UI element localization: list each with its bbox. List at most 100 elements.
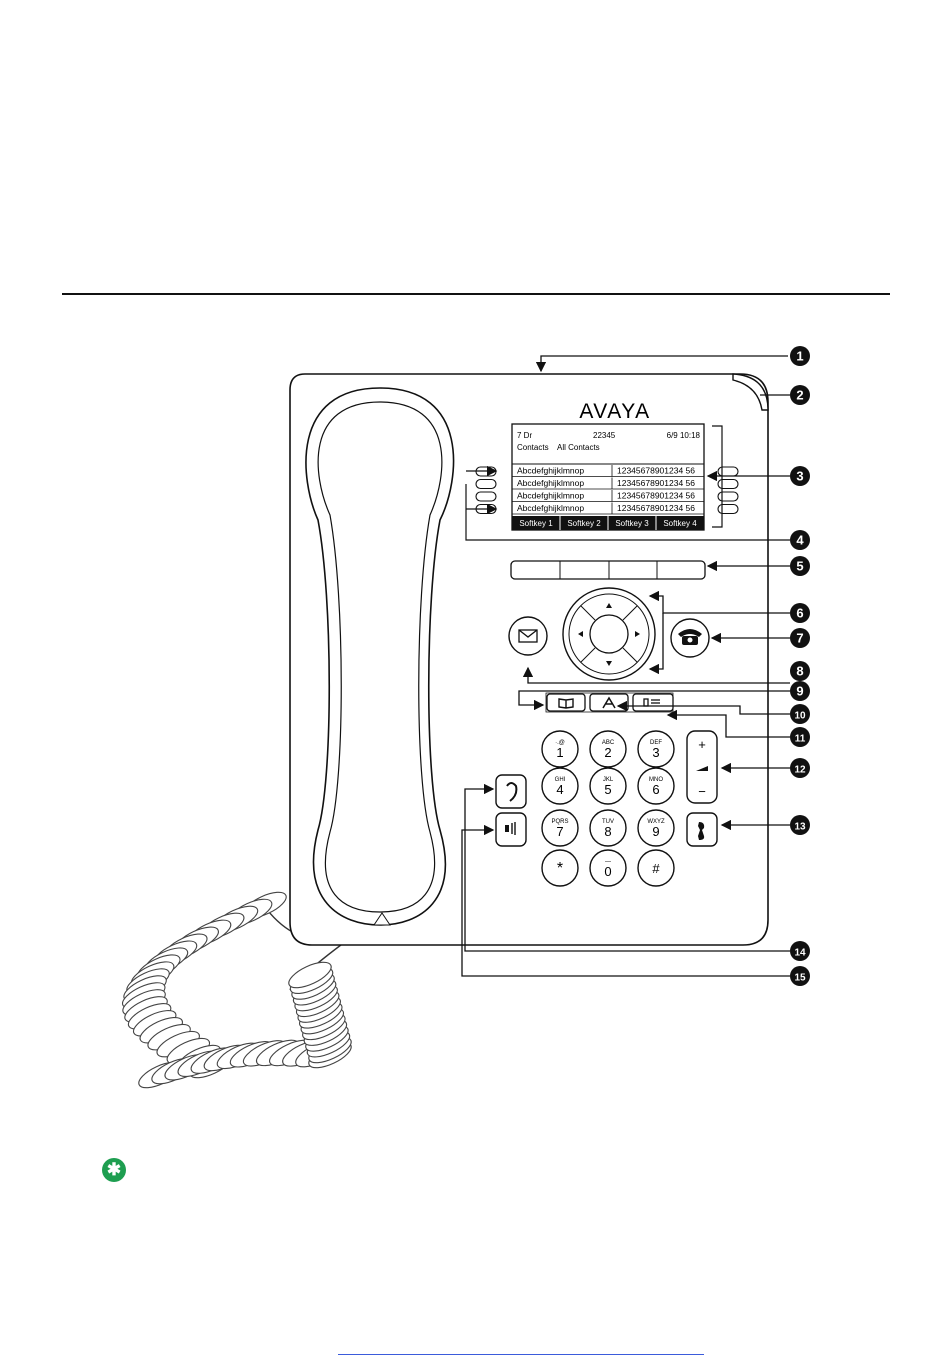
- display: 7 Dr 22345 6/9 10:18 Contacts All Contac…: [511, 423, 705, 531]
- display-status-right: 6/9 10:18: [667, 431, 701, 440]
- dial-key-digit: 9: [652, 824, 659, 839]
- line-button-right[interactable]: [717, 466, 739, 477]
- speaker-icon: [505, 822, 516, 835]
- cord-coil: [288, 961, 332, 989]
- softkey-label-1: Softkey 1: [519, 519, 553, 528]
- dial-key-digit: 6: [652, 782, 659, 797]
- headset-icon: [506, 782, 518, 802]
- softkey-label-3: Softkey 3: [615, 519, 649, 528]
- callout-number: 12: [794, 765, 806, 776]
- display-row-name: Abcdefghijklmnop: [517, 466, 584, 476]
- callout-number: 13: [794, 822, 806, 833]
- brand-logo: AVAYA: [579, 400, 650, 423]
- display-row-name: Abcdefghijklmnop: [517, 491, 584, 501]
- dial-key-pound[interactable]: #: [637, 849, 675, 887]
- line-button-left[interactable]: [475, 491, 497, 502]
- callout-number: 11: [795, 734, 806, 745]
- callout-number: 15: [794, 973, 806, 984]
- navigation-cluster[interactable]: [562, 587, 656, 681]
- callout-1: 1: [790, 346, 810, 366]
- callout-10: 10: [790, 704, 810, 724]
- history-icon: [602, 696, 616, 709]
- nav-down-icon[interactable]: [606, 661, 612, 666]
- section-rule: [62, 293, 890, 295]
- callout-number: 9: [796, 684, 803, 699]
- nav-right-icon[interactable]: [635, 631, 640, 637]
- message-lamp: [732, 373, 769, 411]
- dial-key-letters: GHI: [555, 777, 566, 783]
- callout-number: 6: [796, 606, 803, 621]
- callout-2: 2: [790, 385, 810, 405]
- dial-key-1[interactable]: ·.@1: [541, 730, 579, 768]
- handset-cord: [121, 891, 376, 1089]
- dial-key-digit: 7: [556, 824, 563, 839]
- dial-key-letters: ABC: [602, 740, 615, 746]
- callout-13: 13: [790, 815, 810, 835]
- volume-control[interactable]: + −: [686, 730, 718, 804]
- volume-level-icon: [696, 766, 708, 771]
- dial-key-letters: WXYZ: [647, 819, 665, 825]
- desk-phone-icon: [678, 629, 702, 645]
- dial-key-letters: DEF: [650, 740, 662, 746]
- dial-key-0[interactable]: —0: [589, 849, 627, 887]
- dial-key-letters: JKL: [603, 777, 614, 783]
- speaker-button[interactable]: [495, 812, 527, 847]
- line-button-right[interactable]: [717, 491, 739, 502]
- display-status-center: 22345: [593, 431, 616, 440]
- display-row-name: Abcdefghijklmnop: [517, 503, 584, 513]
- dial-key-letters: PQRS: [551, 819, 568, 825]
- contacts-book-icon: [558, 698, 574, 709]
- callout-3: 3: [790, 466, 810, 486]
- callout-5: 5: [790, 556, 810, 576]
- dial-key-letters: —: [605, 859, 611, 865]
- dial-key-digit: *: [557, 860, 563, 877]
- callout-7: 7: [790, 628, 810, 648]
- dial-key-digit: 3: [652, 745, 659, 760]
- footer-link-underline: [338, 1354, 704, 1355]
- dial-key-letters: MNO: [649, 777, 663, 783]
- mute-button[interactable]: [686, 812, 718, 847]
- callout-15: 15: [790, 966, 810, 986]
- dial-key-star[interactable]: *: [541, 849, 579, 887]
- display-row-number: 12345678901234 56: [617, 503, 695, 513]
- line-button-bracket: [465, 484, 790, 541]
- volume-plus[interactable]: +: [698, 737, 706, 752]
- callout-12: 12: [790, 758, 810, 778]
- line-button-right[interactable]: [717, 503, 739, 515]
- line-button-left[interactable]: [475, 478, 497, 490]
- phone-button[interactable]: [670, 618, 710, 658]
- callout-number: 1: [796, 349, 803, 364]
- callout-number: 8: [796, 664, 803, 679]
- dial-key-digit: 4: [556, 782, 563, 797]
- display-row-number: 12345678901234 56: [617, 478, 695, 488]
- nav-up-icon[interactable]: [606, 603, 612, 608]
- softkey-label-4: Softkey 4: [663, 519, 697, 528]
- envelope-icon: [518, 629, 538, 643]
- callout-number: 14: [794, 948, 806, 959]
- volume-minus[interactable]: −: [698, 784, 706, 799]
- dial-key-digit: 2: [604, 745, 611, 760]
- callout-number: 2: [796, 388, 803, 403]
- dial-key-digit: 5: [604, 782, 611, 797]
- callout-6: 6: [790, 603, 810, 623]
- callout-number: 10: [794, 711, 806, 722]
- callout-8: 8: [790, 661, 810, 681]
- ok-button[interactable]: [589, 614, 629, 654]
- softkey-label-2: Softkey 2: [567, 519, 601, 528]
- message-button[interactable]: [508, 616, 548, 656]
- asterisk-note-icon: ✱: [102, 1158, 126, 1182]
- headset-button[interactable]: [495, 774, 527, 809]
- display-status-left: 7 Dr: [517, 431, 532, 440]
- line-button-right[interactable]: [717, 478, 739, 490]
- nav-left-icon[interactable]: [578, 631, 583, 637]
